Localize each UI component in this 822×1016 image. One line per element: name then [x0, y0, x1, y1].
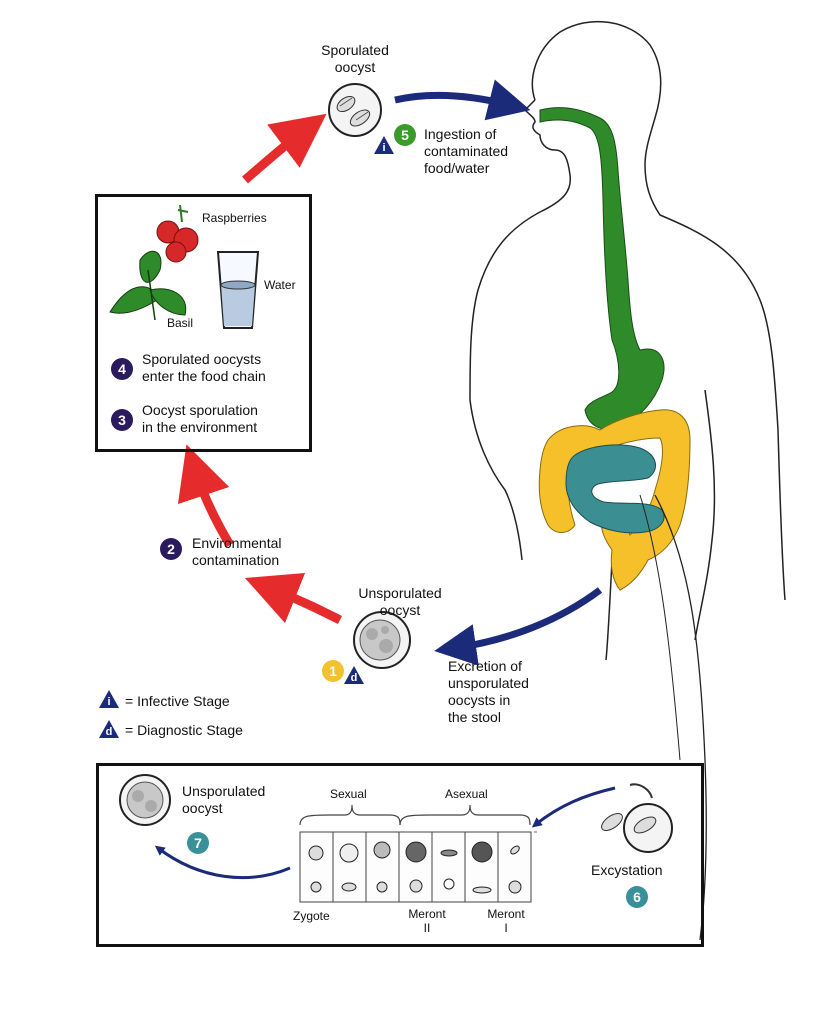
step-2-text: Environmental contamination [192, 535, 282, 568]
arrow-unsporulated-to-contamination [244, 572, 343, 625]
legend-infective-letter: i [107, 696, 111, 708]
excystation-label: Excystation [591, 862, 663, 878]
step-3-text: Oocyst sporulation in the environment [142, 402, 258, 435]
arrow-cells-to-oocyst [154, 845, 291, 880]
step-4-badge: 4 [111, 358, 133, 380]
legend-infective-icon [99, 690, 119, 708]
diagnostic-stage-icon [344, 666, 364, 684]
step-7-badge: 7 [187, 832, 209, 854]
legend-diagnostic-letter: d [105, 726, 113, 738]
zygote-label: Zygote [293, 909, 330, 923]
step-6-badge: 6 [626, 886, 648, 908]
excystation-image [601, 783, 673, 853]
raspberries-icon [156, 204, 199, 263]
bottom-unsporulated-label: Unsporulated oocyst [182, 783, 266, 816]
intestinal-stages-box [96, 763, 704, 947]
raspberries-label: Raspberries [202, 211, 267, 225]
sporulated-oocyst-label: Sporulated oocyst [321, 42, 389, 75]
arrow-sporulated-to-mouth [394, 79, 531, 121]
unsporulated-oocyst-bottom-image [119, 774, 171, 826]
human-body-outline [469, 20, 786, 661]
basil-label: Basil [167, 316, 194, 330]
step-2-badge: 2 [160, 538, 182, 560]
arrow-stool-to-unsporulated [434, 587, 603, 666]
small-intestine [565, 444, 665, 534]
excretion-text: Excretion of unsporulated oocysts in the… [448, 658, 529, 725]
water-glass-icon [216, 251, 260, 329]
arrow-contamination-to-box [177, 444, 234, 548]
meront-ii-label: Meront II [408, 907, 446, 935]
asexual-bracket [399, 804, 531, 826]
step-3-badge: 3 [111, 409, 133, 431]
unsporulated-oocyst-image [353, 611, 411, 669]
step-4-text: Sporulated oocysts enter the food chain [142, 351, 266, 384]
step-5-badge: 5 [394, 124, 416, 146]
infective-stage-letter: i [382, 142, 386, 154]
sexual-bracket [299, 804, 401, 826]
water-label: Water [264, 278, 296, 292]
sexual-label: Sexual [330, 787, 367, 801]
colon [538, 409, 691, 591]
cell-parasites [308, 841, 522, 894]
arrow-excystation-to-cells [531, 786, 616, 828]
enlargement-line-2 [639, 494, 681, 761]
environment-box [95, 194, 312, 452]
meront-i-label: Meront I [487, 907, 525, 935]
basil-icon [109, 250, 187, 321]
unsporulated-oocyst-label: Unsporulated oocyst [358, 585, 442, 618]
legend-diagnostic-icon [99, 720, 119, 738]
enlargement-line [654, 494, 707, 941]
infective-stage-icon [374, 136, 394, 154]
legend-diagnostic-text: = Diagnostic Stage [125, 722, 243, 738]
asexual-label: Asexual [445, 787, 488, 801]
sporulated-oocyst-image [328, 83, 382, 137]
step-5-text: Ingestion of contaminated food/water [424, 126, 509, 176]
diagnostic-stage-letter: d [350, 672, 358, 684]
arrow-box-to-sporulated [242, 113, 327, 184]
step-1-badge: 1 [322, 660, 344, 682]
legend-infective-text: = Infective Stage [125, 693, 230, 709]
